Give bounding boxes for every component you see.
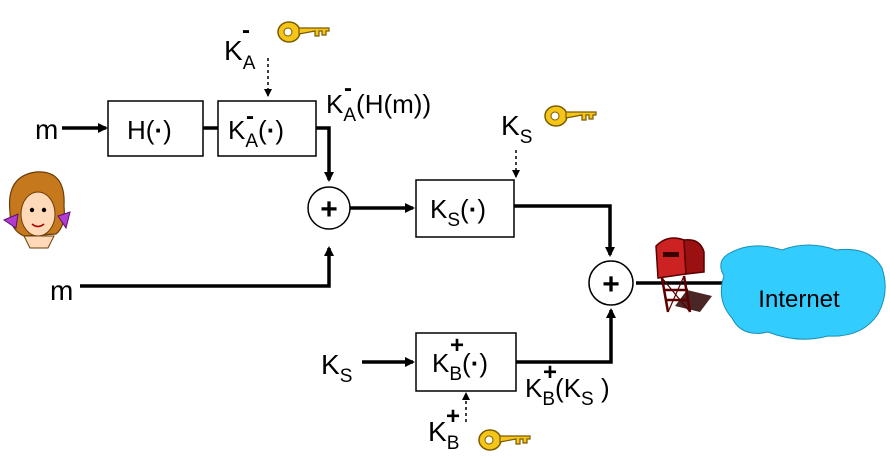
sign-box-minus: - — [246, 103, 254, 130]
signature-output-minus: - — [344, 75, 352, 102]
public-key-label: KB — [428, 416, 459, 454]
private-key-sign-box — [217, 100, 317, 157]
hash-box-label: H(·) — [127, 115, 172, 145]
final-combiner: + — [588, 260, 634, 306]
combiner-plus: + — [602, 268, 620, 301]
session-to-final-combiner-arrow — [514, 204, 615, 257]
internet-label: Internet — [758, 286, 840, 313]
private-key-minus: - — [242, 17, 250, 44]
message-label-bottom: m — [50, 275, 73, 306]
message-label-top: m — [35, 114, 58, 145]
message-to-combiner-arrow — [80, 246, 334, 288]
key-icon — [277, 21, 330, 43]
session-key-input-label: KS — [321, 349, 352, 387]
session-key-label: KS — [501, 110, 532, 148]
public-output-label: KB(KS ) — [525, 373, 610, 410]
sign-to-combiner-arrow — [316, 126, 334, 182]
hash-function-box — [107, 100, 204, 157]
signature-output-label: KA(H(m)) — [326, 89, 431, 126]
public-box-plus: + — [450, 332, 464, 359]
public-box-label: KB(·) — [432, 348, 488, 385]
first-combiner: + — [307, 186, 351, 230]
public-to-final-combiner-arrow — [516, 308, 616, 364]
internet-cloud-icon — [720, 244, 886, 340]
public-key-plus: + — [446, 403, 460, 430]
session-key-encrypt-box — [415, 179, 515, 238]
session-box-label: KS(·) — [430, 194, 486, 231]
sender-person-icon — [2, 171, 71, 249]
mailbox-icon — [655, 237, 712, 313]
combiner-plus: + — [320, 193, 338, 226]
key-icon — [544, 105, 597, 127]
public-output-plus: + — [543, 359, 557, 386]
sign-box-label: KA(·) — [228, 115, 284, 152]
public-key-encrypt-box — [415, 332, 517, 392]
private-key-label: KA — [224, 35, 256, 74]
key-icon — [478, 429, 531, 451]
